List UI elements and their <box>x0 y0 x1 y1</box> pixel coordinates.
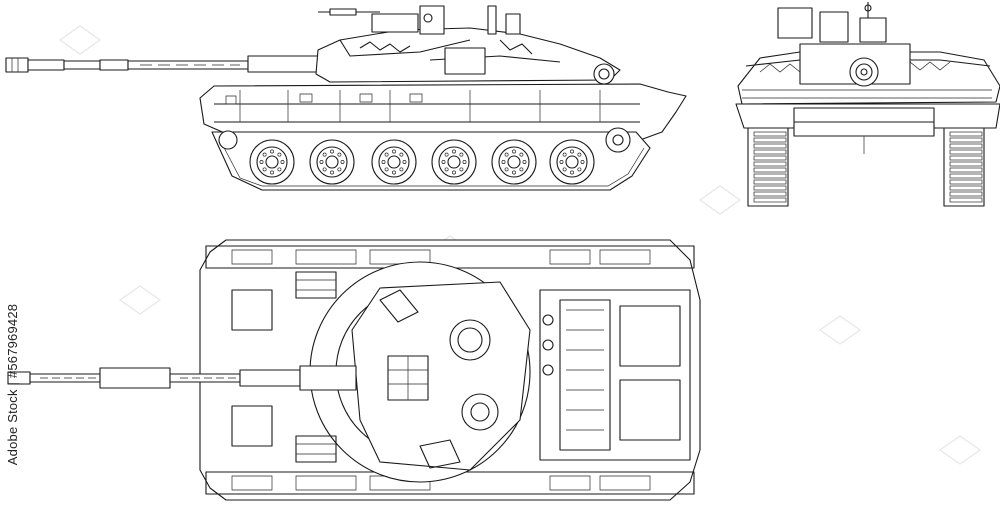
road-wheel <box>491 139 537 185</box>
track-link <box>753 137 787 143</box>
track-link <box>753 173 787 179</box>
track-link <box>753 131 787 137</box>
top-view <box>7 239 701 501</box>
side-view <box>5 5 687 191</box>
side-running-gear <box>211 127 651 191</box>
track-link <box>949 185 983 191</box>
track-link <box>949 197 983 203</box>
stock-id-text: Adobe Stock | #567969428 <box>5 303 21 465</box>
track-link <box>949 179 983 185</box>
track-link <box>949 143 983 149</box>
front-view <box>735 2 1000 207</box>
road-wheel <box>371 139 417 185</box>
track-link <box>753 185 787 191</box>
track-link <box>753 179 787 185</box>
road-wheel <box>309 139 355 185</box>
track-link <box>949 191 983 197</box>
track-link <box>753 161 787 167</box>
track-link <box>949 155 983 161</box>
track-link <box>753 167 787 173</box>
track-link <box>949 137 983 143</box>
track-link <box>949 167 983 173</box>
stock-id-label: Adobe Stock | #567969428 <box>2 268 24 500</box>
track-link <box>753 155 787 161</box>
track-link <box>949 149 983 155</box>
track-link <box>753 191 787 197</box>
road-wheel <box>249 139 295 185</box>
road-wheel <box>431 139 477 185</box>
track-link <box>753 149 787 155</box>
road-wheel <box>549 139 595 185</box>
top-gun-barrel <box>7 365 357 391</box>
track-link <box>949 173 983 179</box>
side-turret <box>315 5 621 85</box>
side-gun-barrel <box>5 55 319 73</box>
track-link <box>753 143 787 149</box>
track-link <box>949 161 983 167</box>
track-link <box>949 131 983 137</box>
track-link <box>753 197 787 203</box>
